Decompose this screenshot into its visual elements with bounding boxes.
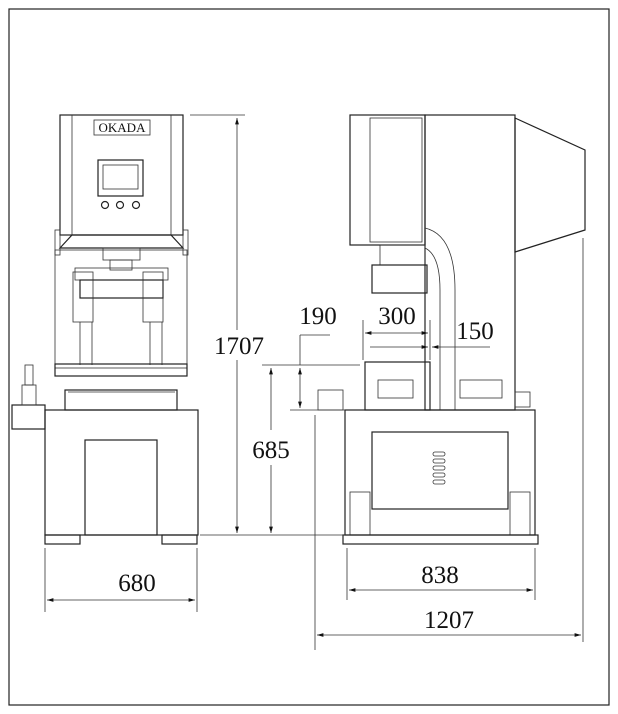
front-view: OKADA — [11, 114, 199, 545]
drawing-border — [8, 8, 610, 706]
control-button — [115, 200, 125, 210]
dim-base-depth: 838 — [421, 562, 459, 589]
dim-overall-height: 1707 — [214, 333, 264, 360]
foot-pedal — [317, 389, 344, 411]
dim-throat-depth: 150 — [456, 318, 494, 345]
dim-throat-offset: 190 — [299, 303, 337, 330]
dim-table-height: 685 — [252, 437, 290, 464]
brand-logo-box — [93, 119, 151, 136]
side-control-box — [11, 404, 46, 430]
control-button — [100, 200, 110, 210]
side-view — [317, 114, 586, 642]
dim-front-width: 680 — [118, 570, 156, 597]
dimension-lines — [44, 114, 581, 650]
dim-overall-depth: 1207 — [424, 607, 474, 634]
control-button — [131, 200, 141, 210]
touch-screen — [97, 159, 144, 197]
vent-slots — [432, 451, 446, 485]
brand-logo: OKADA — [99, 120, 147, 135]
dim-table-depth: 300 — [378, 303, 416, 330]
